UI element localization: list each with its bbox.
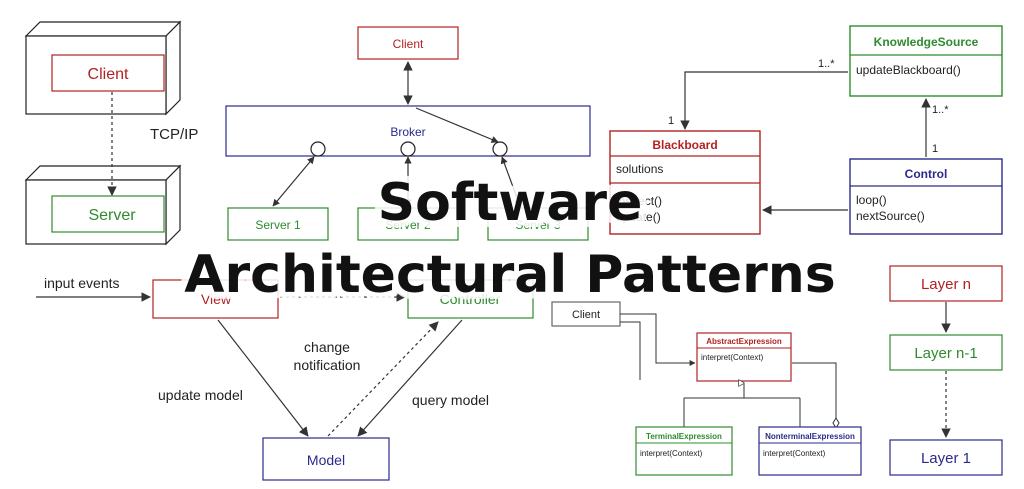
control-method-loop: loop() <box>856 193 887 207</box>
headline-line2-halo: Architectural Patterns <box>184 245 835 305</box>
controller-label: Controller <box>440 291 501 307</box>
change-notification-line2: notification <box>294 357 361 373</box>
knowledge-source-title: KnowledgeSource <box>874 35 979 49</box>
server3-label: Server 3 <box>515 218 561 232</box>
server1-label: Server 1 <box>255 218 301 232</box>
layer-n-1-label: Layer n-1 <box>914 345 977 362</box>
server1-interface-icon <box>310 141 326 157</box>
abstract-expression-class <box>696 332 792 382</box>
headline: Software Architectural Patterns Software… <box>177 166 842 312</box>
server-node: Server <box>24 164 182 246</box>
layer-n-box <box>889 265 1003 302</box>
interpreter-pattern: Client AbstractExpression interpret(Cont… <box>551 301 862 476</box>
client-node: Client <box>24 20 182 116</box>
broker-client-label: Client <box>393 37 424 51</box>
blackboard-title: Blackboard <box>652 138 717 152</box>
mvc-pattern: input events View Controller Model chang… <box>36 275 534 481</box>
headline-line1-halo: Software <box>378 173 643 233</box>
mult-ks-top: 1..* <box>818 58 835 70</box>
broker-pattern: Client Broker Server 1 Server 2 Server 3 <box>225 26 591 241</box>
blackboard-method-inspect: inspect() <box>616 194 662 208</box>
mult-bb: 1 <box>668 115 674 127</box>
client-label: Client <box>88 66 129 83</box>
nonterminal-expression-class <box>758 426 862 476</box>
layer-1-label: Layer 1 <box>921 450 971 467</box>
server3-interface-icon <box>492 141 508 157</box>
headline-line2: Architectural Patterns <box>184 245 835 305</box>
update-model-label: update model <box>158 387 243 403</box>
control-title: Control <box>905 167 948 181</box>
terminal-expression-method: interpret(Context) <box>640 449 703 458</box>
layer-n-label: Layer n <box>921 276 971 293</box>
model-box <box>262 437 390 481</box>
server-label: Server <box>88 207 136 224</box>
server2-label: Server 2 <box>385 218 431 232</box>
mult-control: 1 <box>932 143 938 155</box>
layer-1-box <box>889 439 1003 476</box>
knowledge-source-method: updateBlackboard() <box>856 63 961 77</box>
headline-line1: Software <box>378 173 643 233</box>
blackboard-method-update: update() <box>616 210 661 224</box>
model-label: Model <box>307 452 345 468</box>
nonterminal-expression-method: interpret(Context) <box>763 449 826 458</box>
view-label: View <box>201 291 232 307</box>
blackboard-pattern: KnowledgeSource updateBlackboard() Black… <box>609 25 1003 235</box>
server2-box <box>357 207 459 241</box>
mult-ks-control: 1..* <box>932 104 949 116</box>
input-events-label: input events <box>44 275 120 291</box>
server2-interface-icon <box>400 141 416 157</box>
view-box <box>152 279 279 319</box>
terminal-expression-title: TerminalExpression <box>646 432 722 441</box>
knowledge-source-class <box>849 25 1003 97</box>
server3-box <box>487 207 589 241</box>
tcp-ip-label: TCP/IP <box>150 126 198 143</box>
controller-box <box>407 279 534 319</box>
broker-client-box <box>357 26 459 60</box>
query-model-label: query model <box>412 392 489 408</box>
blackboard-attr: solutions <box>616 162 663 176</box>
layered-pattern: Layer n Layer n-1 Layer 1 <box>889 265 1003 476</box>
nonterminal-expression-title: NonterminalExpression <box>765 432 855 441</box>
client-server-pattern: Client Server TCP/IP <box>24 20 198 246</box>
abstract-expression-title: AbstractExpression <box>706 337 782 346</box>
broker-label: Broker <box>390 125 425 139</box>
control-class <box>849 158 1003 235</box>
terminal-expression-class <box>635 426 733 476</box>
control-method-next: nextSource() <box>856 209 925 223</box>
abstract-expression-method: interpret(Context) <box>701 353 764 362</box>
interpreter-client-label: Client <box>572 309 600 321</box>
server1-box <box>227 207 329 241</box>
layer-n-1-box <box>889 334 1003 371</box>
change-notification-line1: change <box>304 339 350 355</box>
